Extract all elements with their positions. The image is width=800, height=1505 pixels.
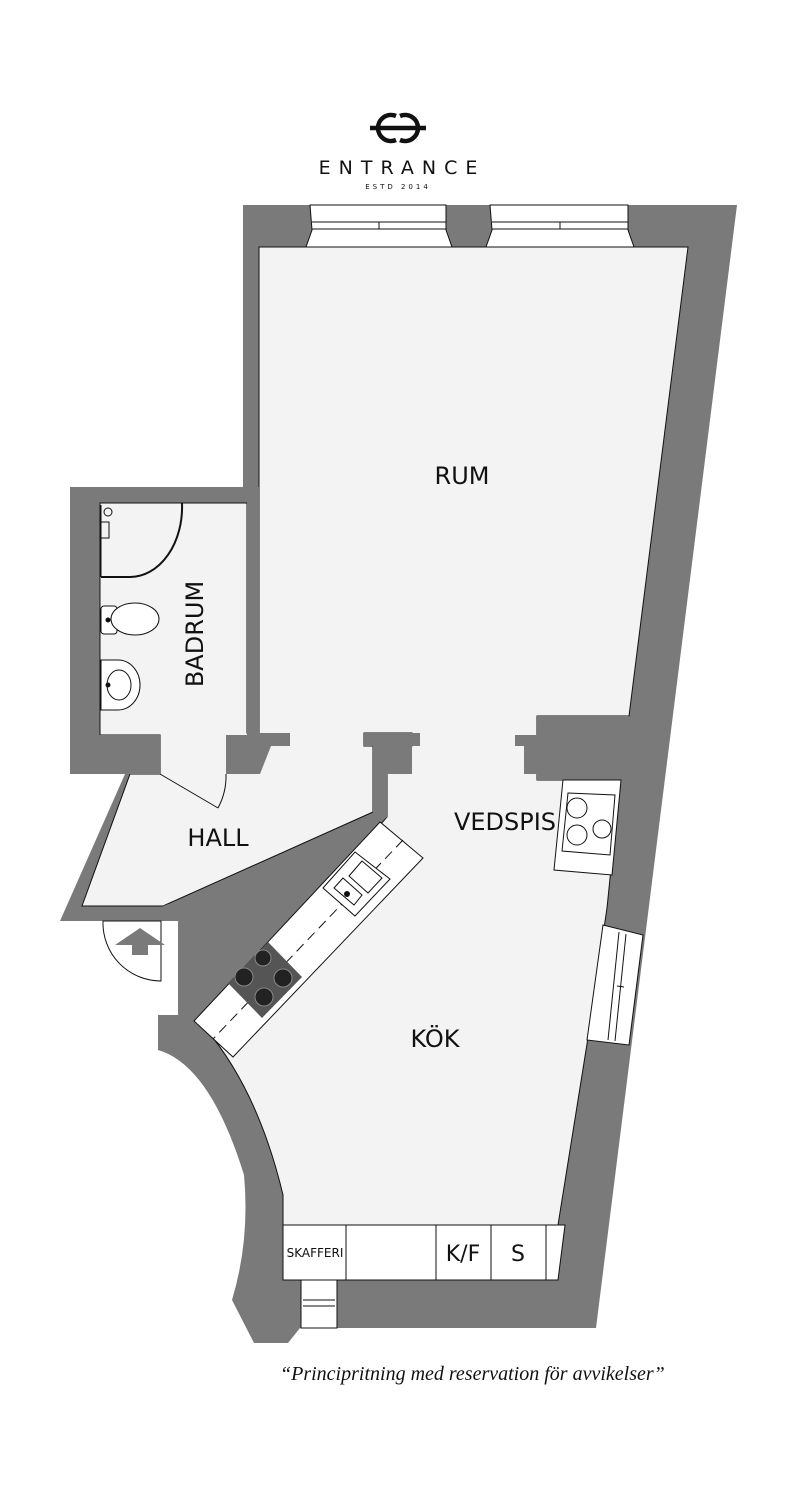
partition-wall-bath-left [70,735,160,774]
partition-wall-bath [226,487,290,774]
window-bottom [300,1279,338,1329]
window-top-left [305,204,453,248]
room-label-vedspis: VEDSPIS [454,808,556,836]
partition-wall-center [364,733,420,832]
brand-established: ESTD 2014 [365,183,431,191]
brand-name: ENTRANCE [318,157,486,179]
stove [228,942,302,1018]
sink [100,659,141,711]
window-top-right [485,204,635,248]
room-label-hall: HALL [187,824,249,852]
shower [100,502,184,579]
room-label-rum: RUM [435,462,490,490]
entry-wall-stub [163,832,370,1028]
brand-block: ENTRANCE ESTD 2014 [248,108,548,191]
room-label-kok: KÖK [410,1024,460,1053]
partition-wall-right [515,716,629,780]
bathroom-door [159,773,227,809]
room-label-badrum: BADRUM [181,581,209,687]
bottom-cabinets [282,1224,566,1281]
entrance-monogram-icon [370,112,426,144]
kitchen-sink [322,851,391,917]
wood-stove [553,779,622,876]
toilet [100,602,160,636]
kitchen-counter [193,821,424,1058]
label-skafferi: SKAFFERI [287,1246,344,1260]
entry-door [102,920,162,982]
label-s: S [511,1242,525,1267]
entry-arrow-icon [115,928,165,955]
window-right [586,924,644,1046]
label-kf: K/F [446,1242,481,1267]
disclaimer: “Principritning med reservation för avvi… [280,1363,665,1385]
